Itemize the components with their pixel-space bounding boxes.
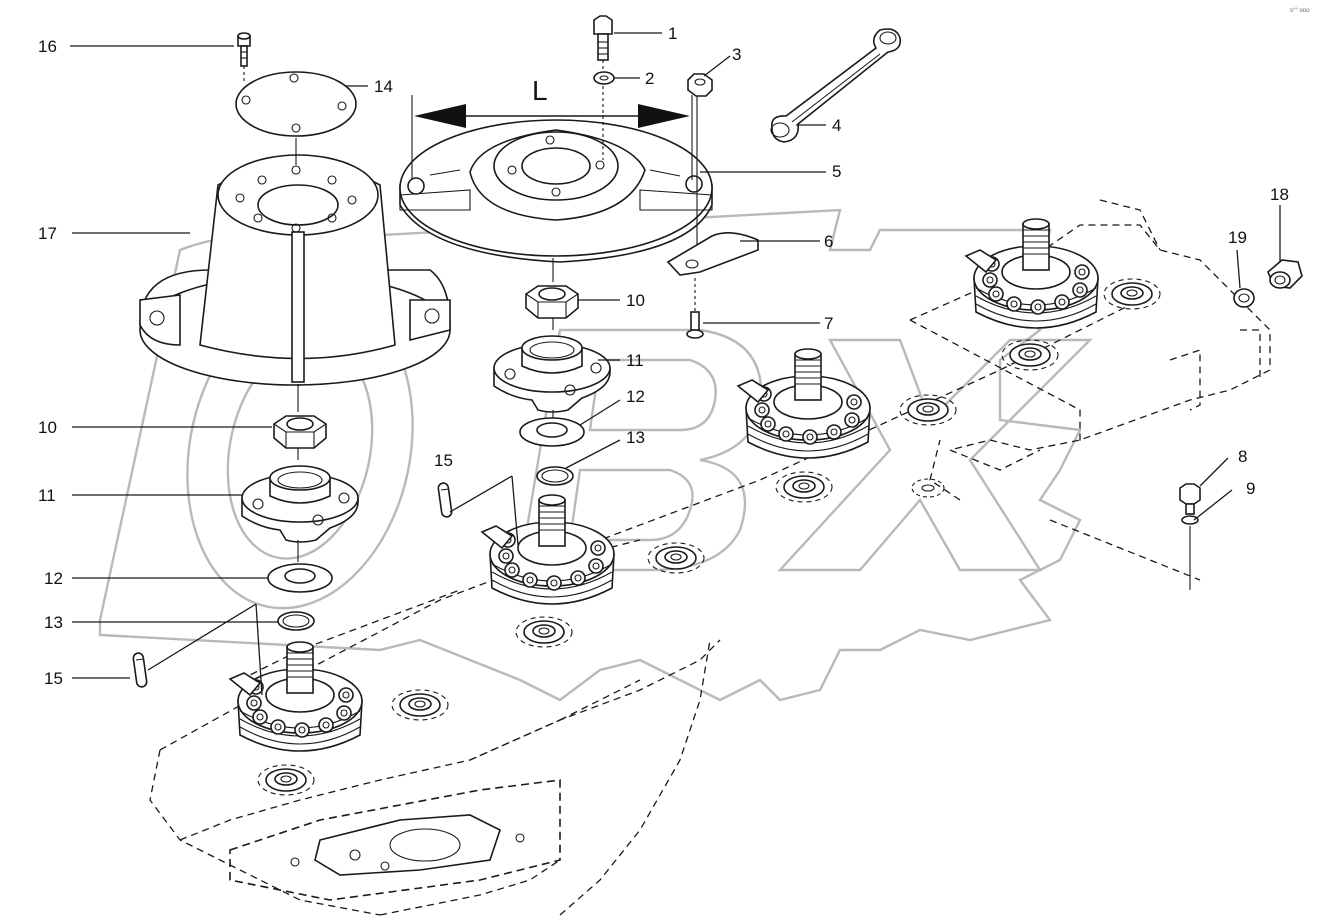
callout-11-left: 11	[38, 486, 56, 505]
bearing-seat-8	[1103, 278, 1161, 310]
callout-6: 6	[824, 232, 833, 251]
washer-2	[593, 71, 615, 85]
callout-9: 9	[1246, 479, 1255, 498]
bearing-seat-1	[257, 764, 315, 796]
callout-10-left: 10	[38, 418, 57, 437]
bolt-16	[237, 32, 251, 84]
leader-lines	[70, 32, 1281, 696]
callout-12-left: 12	[44, 569, 63, 588]
bearing-housing-11-left	[241, 465, 359, 543]
nut-3	[687, 73, 713, 97]
callout-10-center: 10	[626, 291, 645, 310]
callout-11-center: 11	[626, 351, 644, 370]
dimension-label: L	[532, 75, 548, 106]
callout-7: 7	[824, 314, 833, 333]
bearing-seat-2	[391, 689, 449, 721]
callout-4: 4	[832, 116, 841, 135]
gear-hub-left	[229, 641, 363, 752]
callout-19: 19	[1228, 228, 1247, 247]
callout-18: 18	[1270, 185, 1289, 204]
cutting-disc	[399, 119, 713, 263]
gear-hub-center	[481, 494, 615, 605]
knife-bolt-7	[686, 278, 704, 339]
key-15-center	[436, 481, 454, 519]
cover-plate	[235, 71, 357, 137]
bearing-seat-4	[647, 542, 705, 574]
corner-mark: s°° ooo	[1290, 8, 1310, 14]
callout-15-center: 15	[434, 451, 453, 470]
washer-9	[1181, 515, 1199, 525]
callout-16: 16	[38, 37, 57, 56]
dimension-l: L	[411, 75, 693, 180]
callout-13-center: 13	[626, 428, 645, 447]
gear-hub-right-center	[737, 348, 871, 459]
key-15-left	[131, 651, 149, 689]
nut-10-left	[273, 415, 327, 449]
bearing-seat-3	[515, 616, 573, 648]
callout-17: 17	[38, 224, 57, 243]
cutter-bar-frame	[149, 199, 1271, 916]
callout-5: 5	[832, 162, 841, 181]
callout-8: 8	[1238, 447, 1247, 466]
seal-19	[1233, 288, 1255, 308]
bearing-seat-9	[1001, 339, 1059, 371]
callout-15-left: 15	[44, 669, 63, 688]
circlip-13-center	[536, 466, 574, 486]
bearing-seat-6	[899, 394, 957, 426]
cutter-drum	[139, 154, 451, 386]
callout-1: 1	[668, 24, 677, 43]
seal-ring-12-center	[519, 417, 585, 447]
callout-12-center: 12	[626, 387, 645, 406]
callout-14: 14	[374, 77, 393, 96]
bolt-1	[593, 15, 613, 70]
spanner-4	[770, 28, 902, 143]
bearing-seat-7	[911, 478, 945, 498]
bearing-seat-5	[775, 471, 833, 503]
callout-labels: 1 2 3 4 5 6 7 8 9 10 10 11 11 12 12 13 1…	[38, 8, 1310, 688]
plug-18	[1267, 259, 1303, 289]
knife-blade-6	[666, 232, 759, 276]
circlip-13-left	[277, 611, 315, 631]
callout-2: 2	[645, 69, 654, 88]
bolt-8	[1179, 483, 1201, 515]
gear-hub-right	[965, 218, 1099, 329]
nut-10-center	[525, 285, 579, 319]
callout-3: 3	[732, 45, 741, 64]
callout-13-left: 13	[44, 613, 63, 632]
bearing-housing-11-center	[493, 335, 611, 413]
seal-ring-12-left	[267, 563, 333, 593]
